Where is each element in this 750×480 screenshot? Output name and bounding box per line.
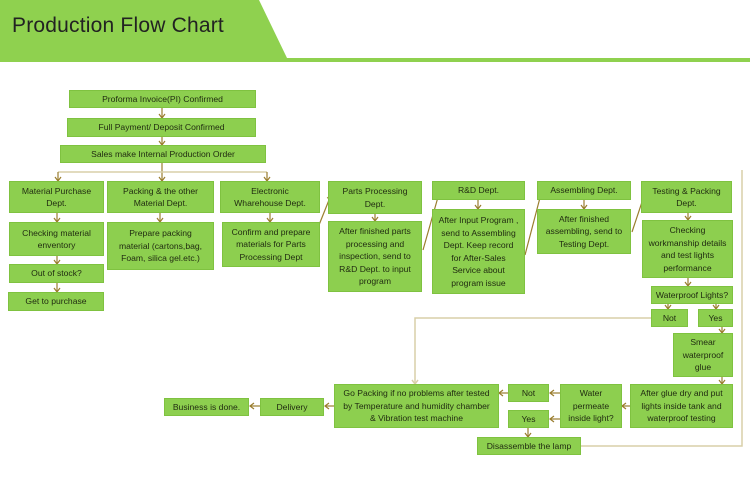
node-after-assembling: After finished assembling, send to Testi… (537, 209, 631, 254)
arrow-gopacking-to-delivery-head (324, 402, 330, 410)
node-glue-dry: After glue dry and put lights inside tan… (630, 384, 733, 428)
node-check-inventory: Checking material enventory (9, 222, 104, 256)
node-after-parts: After finished parts processing and insp… (328, 221, 422, 292)
arrow-after-input-to-assembling (524, 189, 543, 256)
loop-not-to-gopacking (414, 317, 651, 384)
node-assembling: Assembling Dept. (537, 181, 631, 200)
node-testing-packing: Testing & Packing Dept. (641, 181, 732, 213)
arrow-delivery-to-business-head (249, 402, 255, 410)
node-material-purchase: Material Purchase Dept. (9, 181, 104, 213)
page-title: Production Flow Chart (12, 14, 224, 37)
node-waterproof-yes: Yes (698, 309, 733, 327)
node-permeate-yes: Yes (508, 410, 549, 428)
node-confirm-prepare: Confirm and prepare materials for Parts … (222, 222, 320, 267)
arrow-permeate-to-yes-head (549, 415, 555, 423)
node-water-permeate: Water permeate inside light? (560, 384, 622, 428)
node-waterproof-not: Not (651, 309, 688, 327)
node-waterproof-question: Waterproof Lights? (651, 286, 733, 304)
node-packing-material: Packing & the other Material Dept. (107, 181, 214, 213)
arrow-not-to-gopacking-head (498, 389, 504, 397)
arrow-permeate-to-not-head (549, 389, 555, 397)
header-banner-shape (0, 0, 750, 62)
arrow-after-parts-to-rnd (422, 189, 441, 251)
node-parts-processing: Parts Processing Dept. (328, 181, 422, 214)
node-internal-order: Sales make Internal Production Order (60, 145, 266, 163)
node-get-purchase: Get to purchase (8, 292, 104, 311)
node-business-done: Business is done. (164, 398, 249, 416)
node-prepare-packing: Prepare packing material (cartons,bag, F… (107, 222, 214, 270)
node-rnd: R&D Dept. (432, 181, 525, 200)
node-smear-glue: Smear waterproof glue (673, 333, 733, 377)
header-banner (0, 0, 750, 62)
loop-disassemble-return (581, 170, 743, 447)
node-out-of-stock: Out of stock? (9, 264, 104, 283)
node-payment-confirmed: Full Payment/ Deposit Confirmed (67, 118, 256, 137)
node-checking-workmanship: Checking workmanship details and test li… (642, 220, 733, 278)
node-after-input: After Input Program , send to Assembling… (432, 209, 525, 294)
node-disassemble: Disassemble the lamp (477, 437, 581, 455)
node-pi-confirmed: Proforma Invoice(PI) Confirmed (69, 90, 256, 108)
node-go-packing: Go Packing if no problems after tested b… (334, 384, 499, 428)
node-permeate-not: Not (508, 384, 549, 402)
node-electronic-warehouse: Electronic Wharehouse Dept. (220, 181, 320, 213)
arrow-glue-to-permeate-head (621, 402, 627, 410)
node-delivery: Delivery (260, 398, 324, 416)
